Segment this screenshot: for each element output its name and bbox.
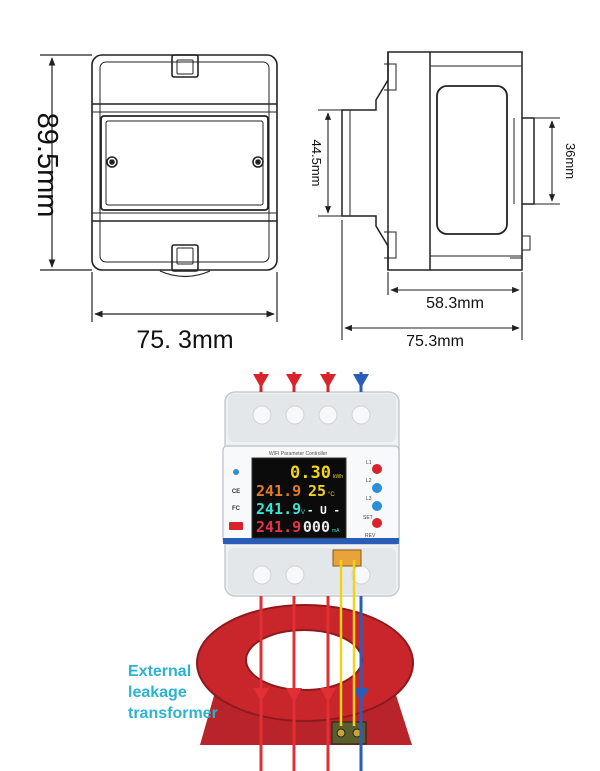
front-height-dimension [40, 54, 92, 271]
side-rail-height-dimension [534, 117, 560, 205]
lcd-row-3-unit: mA [332, 528, 340, 534]
left-label-1: FC [232, 506, 241, 512]
lcd-row-3: 241.9 000 mA [256, 518, 340, 536]
lcd-row-1-unit: °C [328, 492, 335, 498]
lcd-row-2-unit: V [301, 510, 305, 516]
l1-button[interactable] [372, 464, 382, 474]
front-width-label: 75. 3mm [136, 326, 233, 354]
input-wires [253, 372, 369, 392]
side-inner-height-dimension [318, 109, 342, 217]
device-header-text: WIFI Parameter Controller [269, 451, 328, 457]
leakage-transformer [196, 604, 414, 745]
output-wires [253, 596, 369, 771]
right-label-0: L1 [366, 460, 372, 466]
side-rail-height-label: 36mm [563, 143, 578, 179]
lcd-row-2-right: - U - [307, 504, 340, 517]
lcd-display [251, 457, 347, 539]
lcd-row-1-left: 241.9 [256, 482, 301, 500]
l2-button[interactable] [372, 483, 382, 493]
side-inner-height-label: 44.5mm [309, 140, 324, 187]
right-label-3: SET [363, 515, 373, 521]
transformer-label-line-0: External [128, 663, 191, 680]
lcd-row-0: 0.30 kWh [290, 463, 343, 483]
signal-wires [339, 560, 356, 726]
brand-badge [229, 522, 243, 530]
lcd-row-0-unit: kWh [333, 474, 343, 480]
right-label-4: REV [365, 533, 376, 539]
transformer-label-line-2: transformer [128, 705, 218, 722]
left-label-0: CE [232, 489, 240, 495]
side-depth-inner-label: 58.3mm [426, 295, 484, 312]
transformer-label: External leakage transformer [128, 663, 218, 722]
l3-button[interactable] [372, 501, 382, 511]
lcd-row-2-left: 241.9 [256, 500, 301, 518]
transformer-label-line-1: leakage [128, 684, 187, 701]
right-buttons: L1 L2 L3 SET REV [363, 460, 382, 539]
front-width-dimension [91, 272, 278, 322]
side-depth-dimensions [341, 220, 523, 340]
lcd-row-3-right: 000 [303, 518, 330, 536]
lcd-row-3-left: 241.9 [256, 518, 301, 536]
lcd-row-1-right: 25 [308, 482, 326, 500]
lcd-row-2: 241.9 V - U - [256, 500, 340, 518]
lcd-row-1: 241.9 25 °C [256, 482, 335, 500]
set-button[interactable] [372, 518, 382, 528]
wifi-indicator-icon [233, 469, 239, 475]
right-label-2: L3 [366, 496, 372, 502]
side-depth-total-label: 75.3mm [406, 333, 464, 350]
right-label-1: L2 [366, 478, 372, 484]
side-view-drawing [341, 51, 535, 271]
front-view-drawing [91, 54, 278, 278]
lcd-row-0-right: 0.30 [290, 463, 331, 483]
front-height-label: 89.5mm [31, 113, 63, 218]
